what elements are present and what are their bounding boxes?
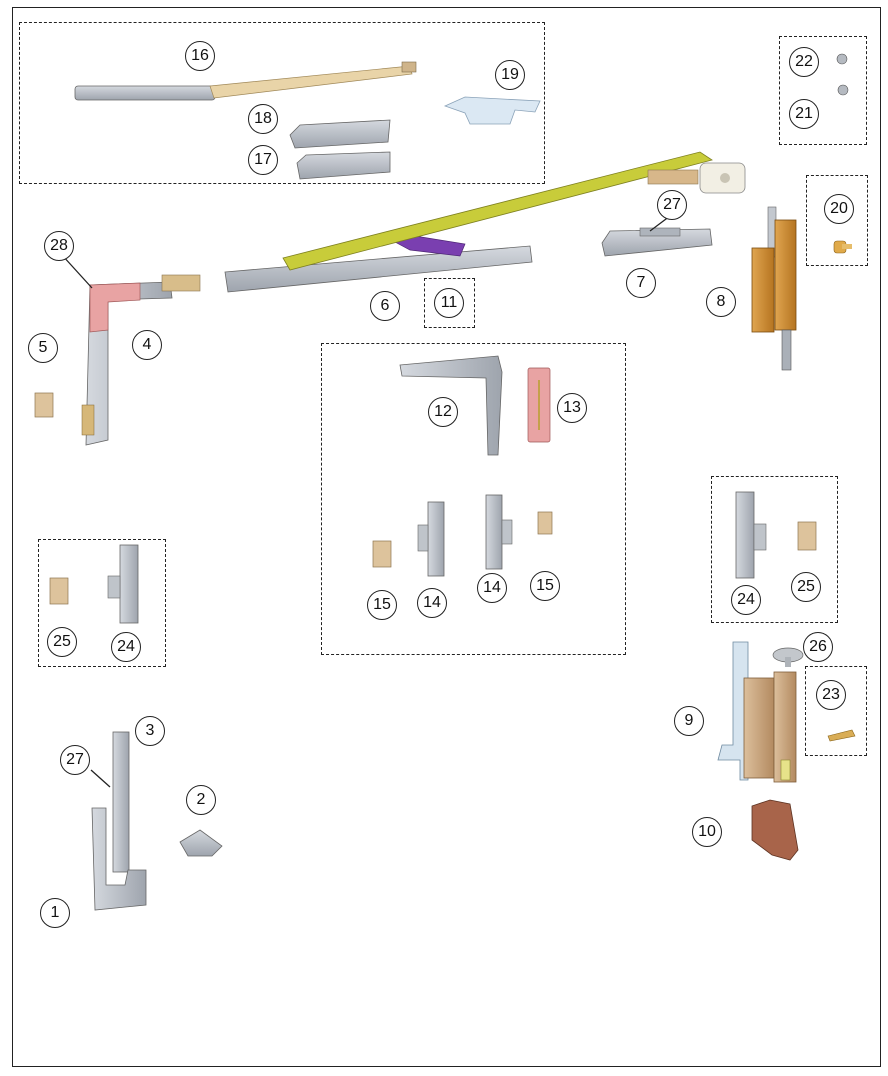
callout-13: 13 [557,393,587,423]
callout-11: 11 [434,288,464,318]
callout-2: 2 [186,785,216,815]
part-2-bracket [179,829,223,857]
callout-26: 26 [803,632,833,662]
part-1-bracket [91,807,147,911]
callout-24-right: 24 [731,585,761,615]
diagram-frame [12,7,881,1067]
callout-14-a: 14 [417,588,447,618]
callout-23: 23 [816,680,846,710]
callout-1: 1 [40,898,70,928]
part-5-block [34,392,54,418]
part-12-rod [399,355,503,456]
callout-27-lower: 27 [60,745,90,775]
part-15-block-a [372,540,392,568]
callout-10: 10 [692,817,722,847]
part-4-corner [81,274,201,446]
part-21-screw [837,84,849,96]
group-box-12-15 [321,343,626,655]
group-box-24-25-right [711,476,838,623]
part-10-block [751,799,799,861]
callout-24-left: 24 [111,632,141,662]
callout-28: 28 [44,231,74,261]
callout-9: 9 [674,706,704,736]
callout-22: 22 [789,47,819,77]
part-15-block-b [537,511,553,535]
callout-19: 19 [495,60,525,90]
part-9-hinge [717,641,797,783]
part-19-bracket [443,96,541,125]
part-22-screw [836,53,848,65]
callout-25-right: 25 [791,572,821,602]
callout-16: 16 [185,41,215,71]
callout-6: 6 [370,291,400,321]
part-26-cap [772,647,804,667]
callout-5: 5 [28,333,58,363]
leader-27-lower [90,769,111,788]
callout-12: 12 [428,397,458,427]
part-16-stay-arm [74,61,417,101]
callout-27-upper: 27 [657,190,687,220]
callout-14-b: 14 [477,573,507,603]
callout-15-b: 15 [530,571,560,601]
callout-7: 7 [626,268,656,298]
part-24-keeper-right [735,491,767,579]
callout-17: 17 [248,145,278,175]
callout-8: 8 [706,287,736,317]
group-box-11 [424,278,475,328]
part-13-plate [527,367,551,443]
callout-3: 3 [135,716,165,746]
group-box-21-22 [779,36,867,145]
group-box-24-25-left [38,539,166,667]
part-23-screw [827,729,856,742]
part-8-hinge [751,206,797,371]
callout-4: 4 [132,330,162,360]
part-25-block-left [49,577,69,605]
arm-end-bracket [699,162,746,194]
part-25-block-right [797,521,817,551]
part-17-channel [296,151,391,180]
part-18-channel [289,119,391,149]
group-box-16-19 [19,22,545,184]
callout-25-left: 25 [47,627,77,657]
part-3-strip [112,731,130,873]
part-24-keeper-left [107,544,139,624]
part-14-keeper-a [417,501,445,577]
callout-15-a: 15 [367,590,397,620]
part-7-slide [601,227,713,257]
part-14-keeper-b [485,494,513,570]
part-20-pin [833,240,852,254]
callout-21: 21 [789,99,819,129]
callout-18: 18 [248,104,278,134]
leader-28 [61,254,93,289]
group-box-23 [805,666,867,756]
callout-20: 20 [824,194,854,224]
group-box-20 [806,175,868,266]
part-6-rail [224,151,713,293]
